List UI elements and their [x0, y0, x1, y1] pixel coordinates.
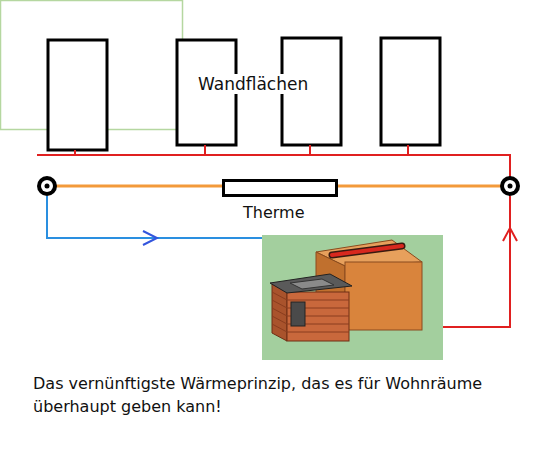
wall-panel	[381, 38, 440, 145]
slot-outline	[332, 246, 402, 255]
stove-picture	[262, 235, 443, 360]
stove-door	[291, 302, 305, 326]
red-pipe	[37, 155, 510, 177]
valve-right	[500, 176, 520, 196]
node-label: Therme	[243, 203, 304, 222]
arrow-up	[503, 228, 517, 241]
wall-label: Wandflächen	[196, 74, 310, 94]
stove-top	[270, 274, 352, 293]
boiler-bar: Therme	[222, 179, 338, 197]
blue-pipe	[47, 196, 263, 245]
box-front	[345, 262, 422, 330]
wall-panel	[48, 40, 107, 150]
brick-lines	[272, 292, 349, 332]
slot	[332, 246, 402, 255]
red-drop	[75, 145, 408, 155]
arrow-right	[143, 231, 157, 245]
caption-text: Das vernünftigste Wärmeprinzip, das es f…	[33, 372, 503, 418]
picture-ground	[262, 235, 443, 360]
valve-left	[37, 176, 57, 196]
blue-line	[47, 196, 263, 238]
wall-panels	[48, 38, 440, 150]
stove-plate	[290, 279, 334, 289]
